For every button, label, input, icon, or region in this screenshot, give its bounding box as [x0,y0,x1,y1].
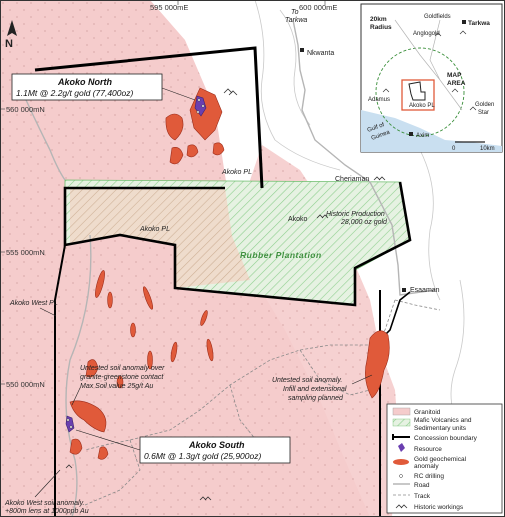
legend-concession: Concession boundary [414,435,478,442]
inset-tarkwa-label: Tarkwa [468,20,490,27]
legend-granitoid: Granitoid [414,409,441,416]
inset-akoko-pl-label: Akoko PL [409,103,435,109]
concession-boundary-symbol [392,434,410,440]
untested-west-leader [71,387,81,406]
untested-west-label-c: Max Soil value 25g/t Au [80,383,153,390]
inset-gulf-label-a: Gulf of [367,122,386,134]
town-markers [300,48,406,292]
legend-road: Road [414,482,430,489]
legend-mafic-a: Mafic Volcanics and [414,417,472,424]
historic-workings-symbol [395,504,408,509]
legend: Granitoid Mafic Volcanics and Sedimentar… [386,403,503,514]
inset-map-area-label-a: MAP [447,72,462,79]
cheriaman-label: Cheriaman [335,176,369,183]
mafic-swatch [392,418,411,427]
inset-scale-0: 0 [452,146,456,152]
esaaman-label: Esaaman [410,287,440,294]
to-tarkwa-label-a: To [291,9,299,16]
legend-gold-a: Gold geochemical [414,456,467,463]
gold-anomaly-swatch [393,459,409,465]
inset-goldfields-label: Goldfields [424,14,451,20]
akoko-west-pl-label: Akoko West PL [9,300,58,307]
granitoid-swatch [392,407,411,416]
nkwanta-label: Nkwanta [307,50,334,57]
akoko-town-label: Akoko [288,216,308,223]
historic-workings-icons [65,88,329,501]
akoko-west-soil-leader [34,469,61,498]
legend-track: Track [414,493,431,500]
legend-resource: Resource [414,446,442,453]
inset-golden-star-label-b: Star [478,110,489,116]
akoko-north-body: 1.1Mt @ 2.2g/t gold (77,400oz) [16,88,133,98]
akoko-south-body: 0.6Mt @ 1.3g/t gold (25,900oz) [144,451,261,461]
inset-radius-label-a: 20km [370,16,387,23]
legend-mafic-b: Sedimentary units [414,425,467,432]
historic-production-label-b: 28,000 oz gold [340,219,388,226]
inset-scale-10: 10km [480,146,495,152]
tracks [84,299,441,506]
concession-boundary [34,46,412,517]
inset-radius-label-b: Radius [370,24,392,31]
rubber-plantation-label: Rubber Plantation [240,250,322,260]
inset-golden-star-label-a: Golden [475,102,494,108]
easting-595000: 595 000mE [150,3,188,12]
untested-west-label-a: Untested soil anomaly over [80,365,165,372]
inset-map-area-label-b: AREA [447,80,466,87]
inset-sea [361,110,502,152]
akoko-south-resource-box: Akoko South 0.6Mt @ 1.3g/t gold (25,900o… [75,429,291,464]
easting-600000: 600 000mE [299,3,337,12]
inset-anglogold-label: Anglogold [413,31,440,37]
inset-axim-label: Axim [416,133,429,139]
north-arrow-icon: N [5,20,17,50]
akoko-west-soil-label-b: +800m lens at 1000ppb Au [5,508,89,515]
northing-550000: 550 000mN [6,380,45,389]
untested-east-label-a: Untested soil anomaly. [272,377,342,384]
legend-historic: Historic workings [414,504,464,511]
untested-east-label-c: sampling planned [288,395,344,402]
akoko-west-pl-leader [39,307,57,317]
akoko-south-title: Akoko South [188,440,245,450]
to-tarkwa-label-b: Tarkwa [285,17,307,24]
rc-drilling-points [66,98,205,429]
inset-map-area-box [401,79,435,111]
akoko-north-resource-box: Akoko North 1.1Mt @ 2.2g/t gold (77,400o… [11,73,196,101]
untested-east-label-b: Infill and extensional [283,386,347,393]
akoko-pl-mid-label: Akoko PL [139,226,170,233]
north-arrow-label: N [5,38,13,50]
akoko-pl-top-label: Akoko PL [221,169,252,176]
akoko-north-title: Akoko North [57,77,113,87]
inset-radius-circle [375,47,465,137]
akoko-west-soil-label-a: Akoko West soil anomaly. [4,500,85,507]
resource-symbol [398,443,405,452]
northing-555000: 555 000mN [6,248,45,257]
inset-locator-map: 20km Radius Goldfields Tarkwa Anglogold … [360,3,503,153]
untested-west-label-b: granite-greenstone contact [80,374,164,381]
northing-560000: 560 000mN [6,105,45,114]
rc-drilling-symbol [399,474,403,478]
untested-east-leader [351,374,373,385]
legend-rc: RC drilling [414,473,444,480]
legend-gold-b: anomaly [414,463,439,470]
inset-adamus-label: Adamus [368,97,390,103]
historic-production-label-a: Historic Production [326,211,385,218]
